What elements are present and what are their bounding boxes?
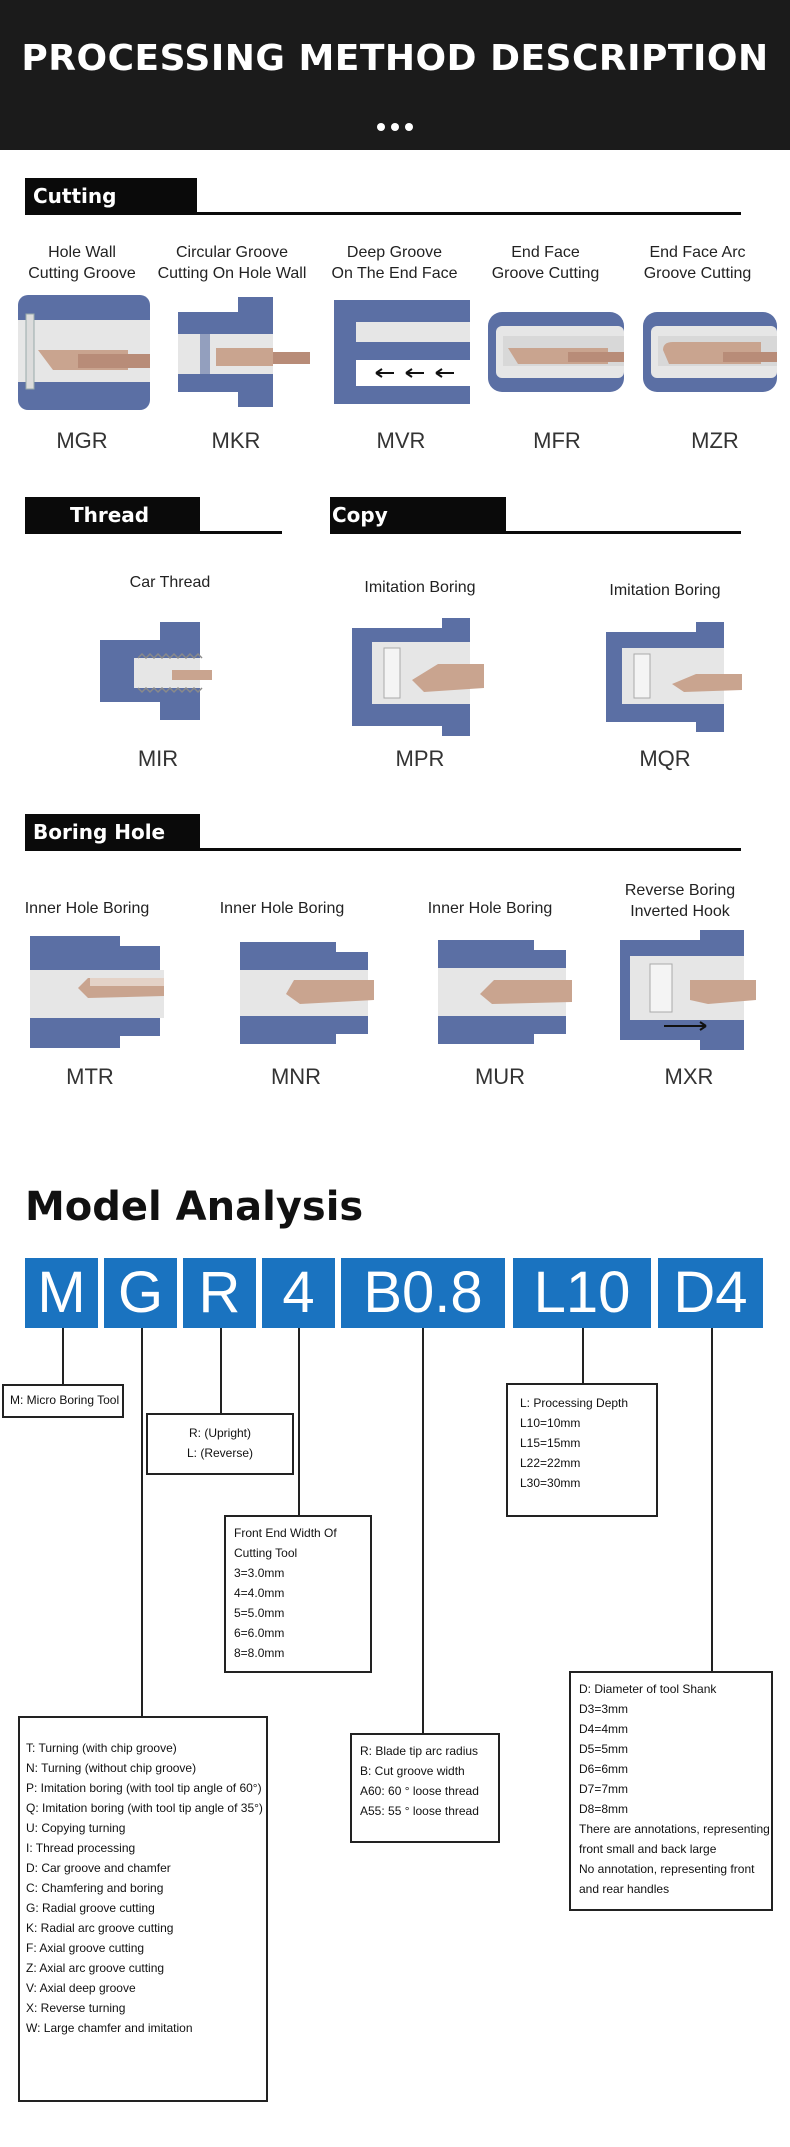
section-divider [25, 212, 741, 215]
note-r: R: (Upright) L: (Reverse) [146, 1413, 294, 1475]
code-mgr: MGR [56, 428, 108, 453]
tool-diagram-mqr [606, 622, 742, 732]
caption-mnr: Inner Hole Boring [219, 900, 345, 917]
caption-mtr: Inner Hole Boring [24, 900, 150, 917]
page-title: PROCESSING METHOD DESCRIPTION [21, 38, 769, 79]
connector-line [298, 1328, 300, 1515]
code-mxr: MXR [664, 1064, 714, 1089]
tool-diagram-mur [438, 940, 572, 1044]
tool-diagram-mzr [643, 312, 777, 392]
note-shank-diameter: D: Diameter of tool Shank D3=3mm D4=4mm … [569, 1671, 773, 1911]
caption-mir: Car Thread [129, 574, 211, 591]
tool-diagram-mxr [620, 930, 756, 1050]
note-front-end-width: Front End Width Of Cutting Tool 3=3.0mm … [224, 1515, 372, 1673]
connector-line [62, 1328, 64, 1384]
connector-line [220, 1328, 222, 1413]
note-blade-tip: R: Blade tip arc radius B: Cut groove wi… [350, 1733, 500, 1843]
code-mtr: MTR [66, 1064, 114, 1089]
tool-diagram-mfr [488, 312, 624, 392]
segment-l10: L10 [513, 1258, 651, 1328]
caption-mqr: Imitation Boring [609, 582, 721, 599]
section-label-cutting-groove: Cutting Groove [25, 178, 197, 244]
code-mqr: MQR [639, 746, 691, 771]
tool-diagram-mkr [178, 292, 310, 412]
model-analysis-title: Model Analysis [25, 1184, 364, 1230]
code-mfr: MFR [533, 428, 581, 453]
note-processing-depth: L: Processing Depth L10=10mm L15=15mm L2… [506, 1383, 658, 1517]
section-divider [25, 848, 741, 851]
note-processing-type: T: Turning (with chip groove) N: Turning… [18, 1716, 268, 2102]
tool-diagram-mir [100, 610, 212, 732]
section-divider [25, 531, 282, 534]
segment-b08: B0.8 [341, 1258, 505, 1328]
section-label-copy-machining: Copy Machining [330, 497, 506, 563]
code-mur: MUR [474, 1064, 526, 1089]
section-divider [330, 531, 741, 534]
code-mkr: MKR [211, 428, 261, 453]
caption-mur: Inner Hole Boring [427, 900, 553, 917]
segment-m: M [25, 1258, 98, 1328]
segment-g: G [104, 1258, 177, 1328]
section-label-boring-hole: Boring Hole [25, 814, 200, 850]
segment-r: R [183, 1258, 256, 1328]
code-mzr: MZR [691, 428, 739, 453]
connector-line [711, 1328, 713, 1671]
code-mnr: MNR [270, 1064, 322, 1089]
section-label-thread: Thread [25, 497, 200, 533]
code-mvr: MVR [376, 428, 426, 453]
tool-diagram-mnr [240, 942, 374, 1044]
header-banner: PROCESSING METHOD DESCRIPTION [0, 0, 790, 150]
connector-line [582, 1328, 584, 1383]
connector-line [422, 1328, 424, 1733]
tool-diagram-mpr [352, 618, 484, 736]
code-mir: MIR [137, 746, 179, 771]
note-m: M: Micro Boring Tool [2, 1384, 124, 1418]
code-mpr: MPR [395, 746, 445, 771]
tool-diagram-mgr [18, 290, 150, 415]
connector-line [141, 1328, 143, 1716]
dots-indicator [0, 118, 790, 136]
tool-diagram-mvr [334, 300, 470, 404]
caption-mpr: Imitation Boring [364, 579, 476, 596]
tool-diagram-mtr [30, 936, 164, 1048]
segment-4: 4 [262, 1258, 335, 1328]
segment-d4: D4 [658, 1258, 763, 1328]
